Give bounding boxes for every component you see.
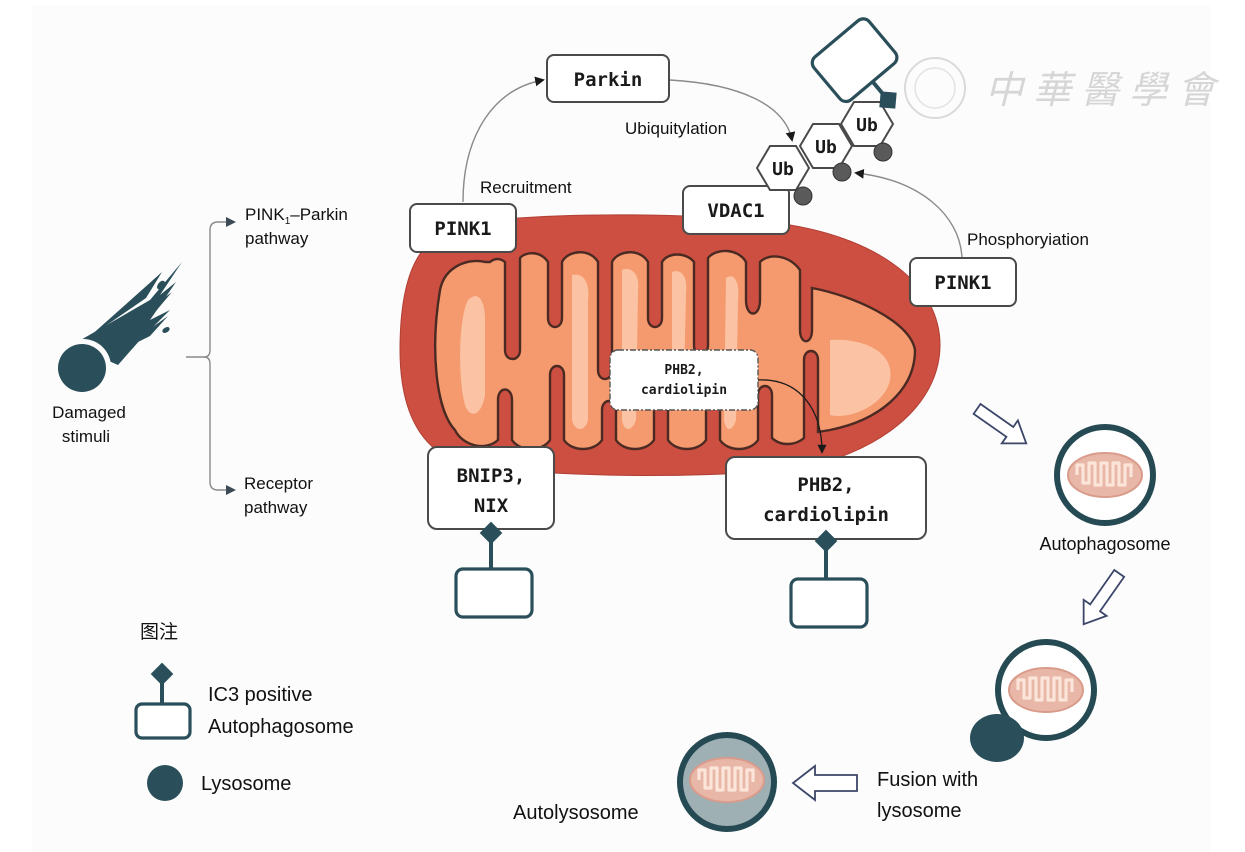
phb2-translocation-arrow [757,379,827,454]
bnip3-nix-node: BNIP3, NIX [427,446,555,530]
lc3-autophagosome-top [810,17,899,109]
pink1-parkin-pathway-line2: pathway [245,229,309,248]
receptor-pathway-line2: pathway [244,498,308,517]
legend: 图注 IC3 positive Autophagosome Lysosome [134,621,354,801]
inner-phb2-label-box: PHB2, cardiolipin [609,349,759,411]
inner-phb2-line2: cardiolipin [641,383,727,398]
legend-lc3-line2: Autophagosome [208,716,354,738]
pink1-left-label: PINK1 [434,218,491,240]
inner-phb2-line1: PHB2, [664,363,703,378]
phospho-dot [832,162,852,182]
legend-title: 图注 [140,621,178,643]
ubiquitin-chain: Ub Ub Ub [755,101,895,206]
fusion-label-line2: lysosome [877,800,961,822]
svg-text:Ub: Ub [856,115,878,136]
lc3-autophagosome-phb2 [789,529,869,629]
phospho-dot [793,186,813,206]
bnip3-line1: BNIP3, [457,465,526,487]
pink1-parkin-pathway-label: PINK1–Parkin [245,205,348,227]
parkin-label: Parkin [574,69,643,91]
pink1-right-label: PINK1 [934,272,991,294]
phospho-dot [873,142,893,162]
autophagosome [1054,424,1156,526]
phosphorylation-label: Phosphoryiation [967,230,1089,249]
stimulus-label-line1: Damaged [52,403,126,422]
phb2-line1: PHB2, [797,474,854,496]
lysosome-legend-icon [147,765,183,801]
vdac1-node: VDAC1 [682,185,790,235]
arrow-to-autophagosome [972,402,1028,445]
watermark: 中華醫學會 [904,57,1225,119]
ubiquitylation-label: Ubiquitylation [625,119,727,138]
phosphorylation-arrow [854,168,963,259]
lc3-autophagosome-bnip3 [454,521,534,619]
svg-text:Ub: Ub [772,159,794,180]
recruitment-arrow [462,76,545,203]
autolysosome-label: Autolysosome [513,802,639,824]
pathway-brace [186,217,236,495]
lc3-autophagosome-legend-icon [134,662,192,740]
fusion-label-line1: Fusion with [877,769,978,791]
ub-hexagon: Ub [798,123,854,169]
autophagosome-label: Autophagosome [1039,534,1170,554]
recruitment-label: Recruitment [480,178,572,197]
ubiquitylation-arrow [669,79,796,142]
parkin-node: Parkin [546,54,670,103]
vdac1-label: VDAC1 [707,200,764,222]
fusion-stage [970,639,1097,762]
pink1-right-node: PINK1 [909,257,1017,307]
pink1-left-node: PINK1 [409,203,517,253]
watermark-text: 中華醫學會 [985,68,1225,112]
svg-text:Ub: Ub [815,137,837,158]
lysosome-icon [970,714,1024,762]
ub-hexagon: Ub [755,145,811,191]
bnip3-line2: NIX [474,495,509,517]
arrow-to-fusion [1082,568,1126,626]
phb2-line2: cardiolipin [763,504,889,526]
receptor-pathway-line1: Receptor [244,474,313,493]
legend-lc3-line1: IC3 positive [208,684,313,706]
stimulus-label-line2: stimuli [62,427,110,446]
arrow-to-autolysosome [791,764,858,802]
phb2-cardiolipin-node: PHB2, cardiolipin [725,456,927,540]
mitochondrion [399,214,941,476]
watermark-seal-icon [904,57,966,119]
legend-lysosome: Lysosome [201,773,291,795]
autolysosome [677,732,777,832]
ub-hexagon: Ub [839,101,895,147]
comet-icon [55,262,182,395]
